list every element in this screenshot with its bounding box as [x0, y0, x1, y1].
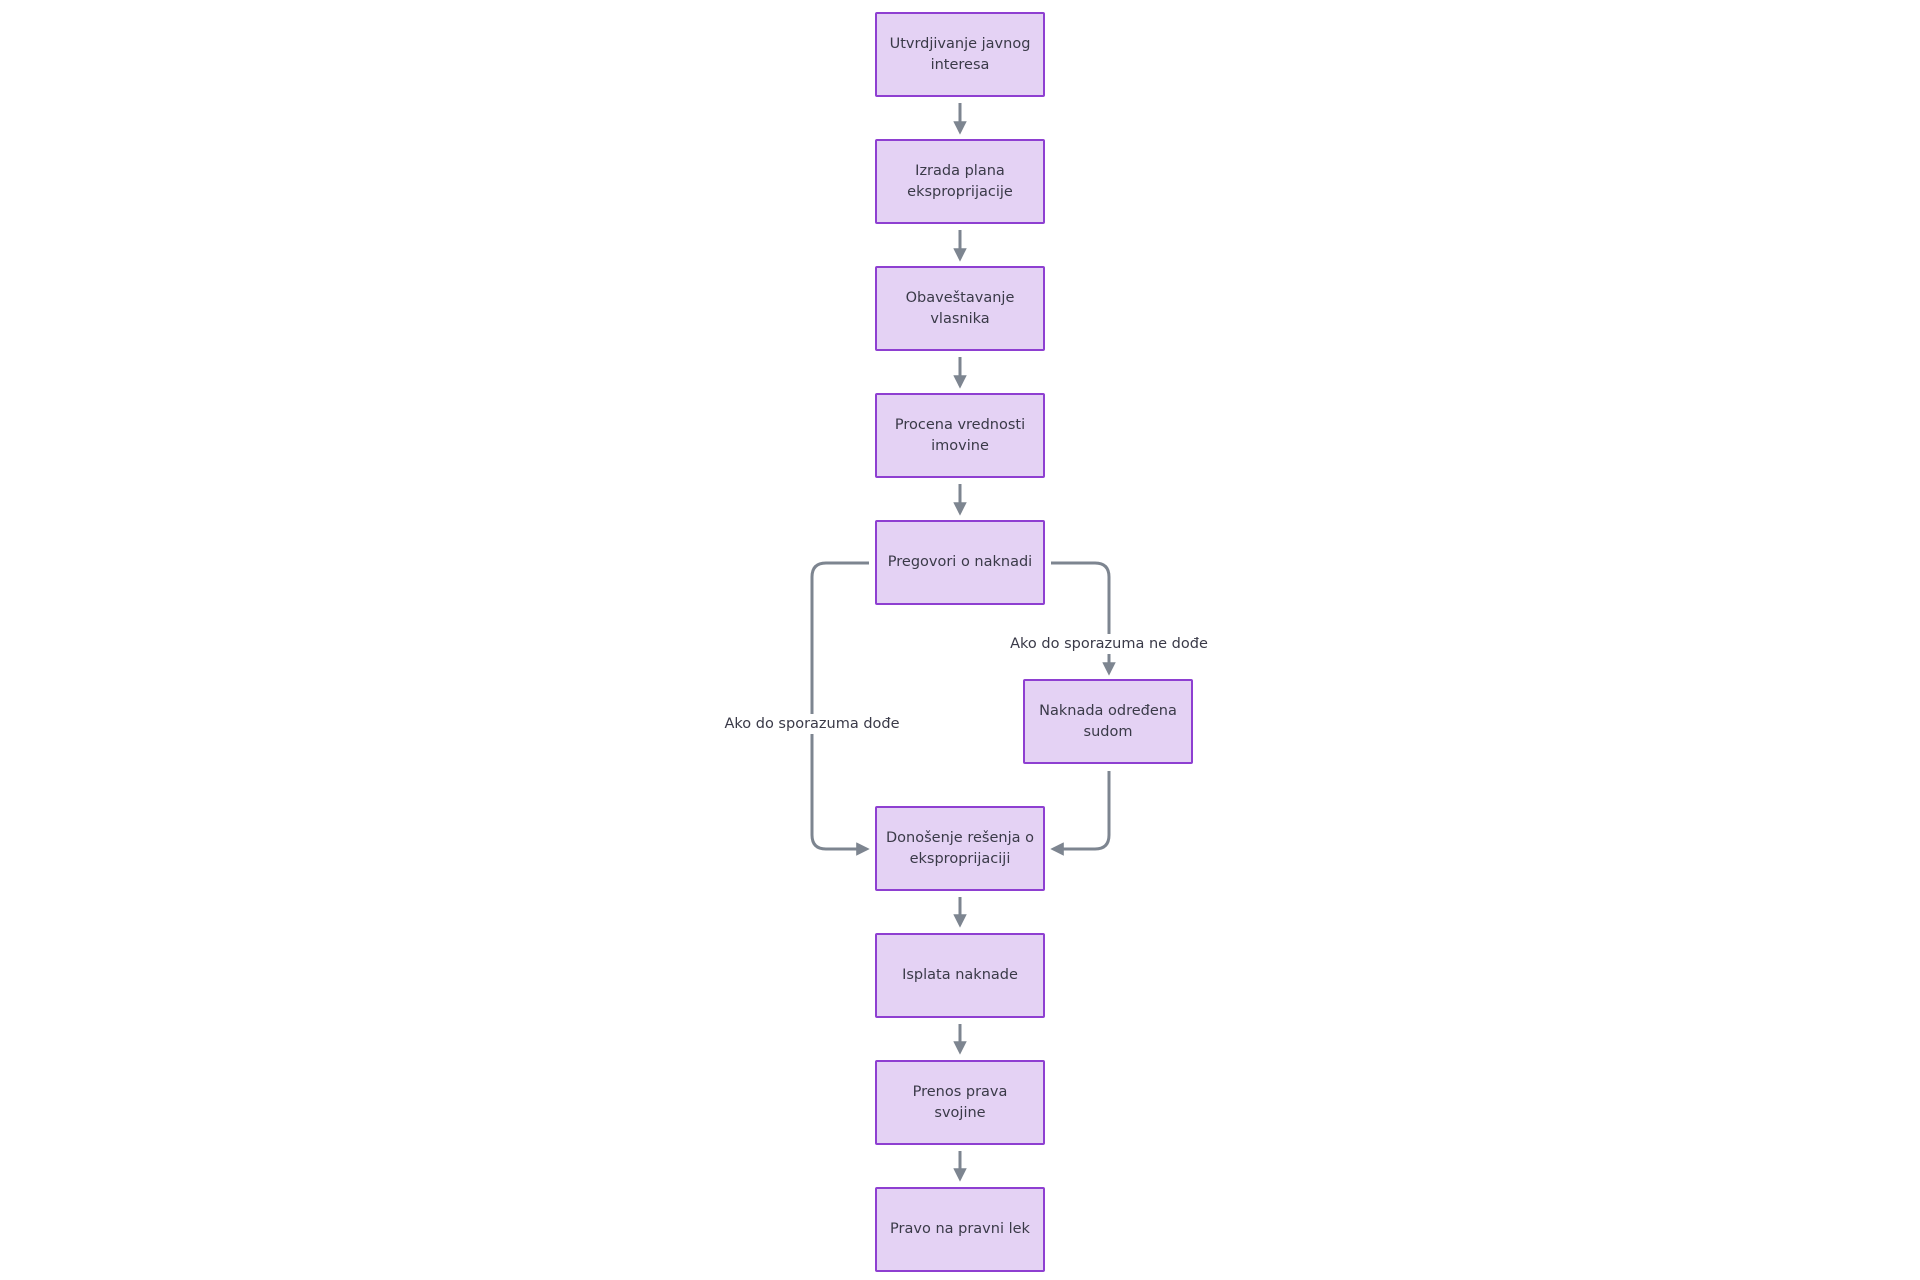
node-label: Prenos prava svojine — [912, 1083, 1008, 1121]
node-naknada-odredjena-sudom[interactable]: Naknada određena sudom — [1023, 679, 1193, 764]
node-label: Isplata naknade — [902, 967, 1018, 983]
node-prenos-prava-svojine[interactable]: Prenos prava svojine — [875, 1060, 1045, 1145]
node-label: Izrada plana eksproprijacije — [907, 162, 1013, 200]
node-label: Pregovori o naknadi — [887, 554, 1033, 570]
edge-label-no-agreement: Ako do sporazuma ne dođe — [1007, 634, 1211, 654]
node-label: Procena vrednosti imovine — [894, 416, 1026, 454]
edge-n5-n7 — [810, 561, 870, 856]
node-izrada-plana-eksproprijacije[interactable]: Izrada plana eksproprijacije — [875, 139, 1045, 224]
node-pravo-na-pravni-lek[interactable]: Pravo na pravni lek — [875, 1187, 1045, 1272]
edge-n5-n6 — [1051, 561, 1116, 676]
edge-n6-n7 — [1050, 771, 1111, 856]
node-utvrdjivanje-javnog-interesa[interactable]: Utvrdjivanje javnog interesa — [875, 12, 1045, 97]
node-donosenje-resenja[interactable]: Donošenje rešenja o eksproprijaciji — [875, 806, 1045, 891]
node-label: Donošenje rešenja o eksproprijaciji — [886, 829, 1034, 867]
node-label: Obaveštavanje vlasnika — [905, 289, 1015, 327]
node-label: Pravo na pravni lek — [890, 1221, 1030, 1237]
edge-label-agreement: Ako do sporazuma dođe — [721, 714, 903, 734]
node-isplata-naknade[interactable]: Isplata naknade — [875, 933, 1045, 1018]
node-obavestavanje-vlasnika[interactable]: Obaveštavanje vlasnika — [875, 266, 1045, 351]
node-label: Naknada određena sudom — [1039, 702, 1177, 740]
node-label: Utvrdjivanje javnog interesa — [889, 35, 1031, 73]
node-pregovori-o-naknadi[interactable]: Pregovori o naknadi — [875, 520, 1045, 605]
node-procena-vrednosti-imovine[interactable]: Procena vrednosti imovine — [875, 393, 1045, 478]
